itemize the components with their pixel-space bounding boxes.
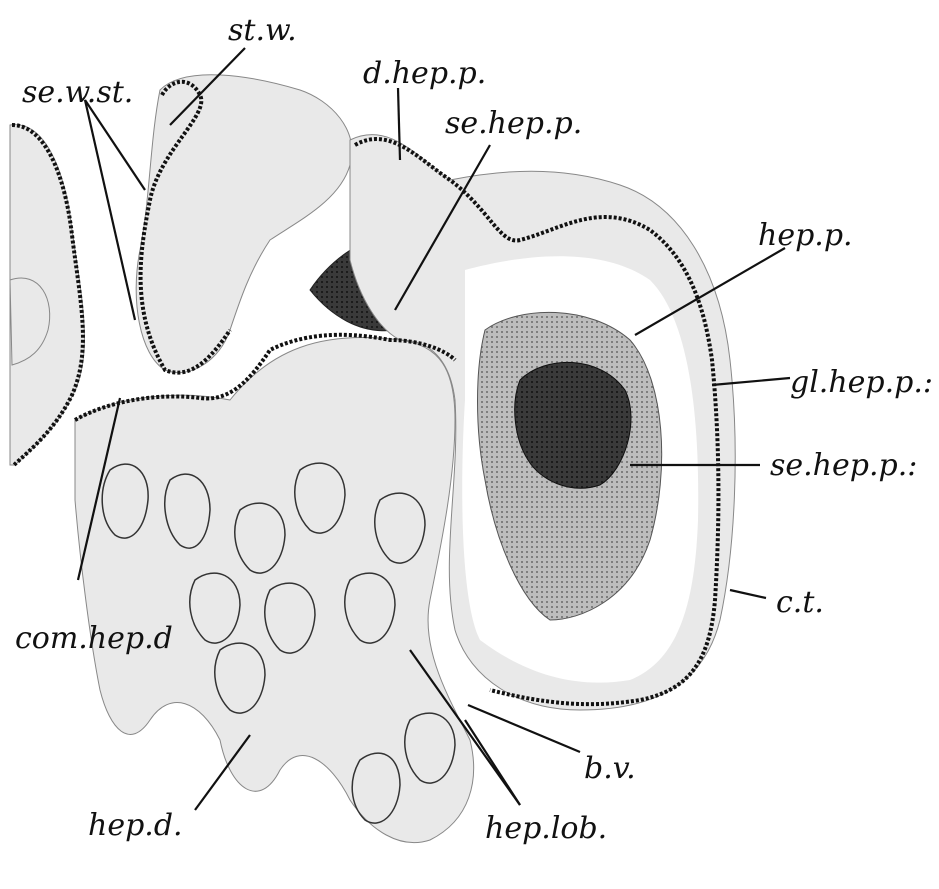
label-com-hep-d: com.hep.d [15, 621, 173, 656]
label-hep-p: hep.p. [758, 218, 853, 253]
label-hep-d: hep.d. [88, 808, 183, 843]
label-gl-hep-p: gl.hep.p.: [790, 365, 933, 400]
stomach-wall [136, 75, 352, 373]
label-b-v: b.v. [584, 751, 636, 786]
label-se-hep-p-top: se.hep.p. [445, 106, 582, 141]
label-c-t: c.t. [776, 585, 824, 620]
hepatic-lobules [75, 335, 474, 843]
label-hep-lob: hep.lob. [485, 811, 607, 846]
label-st-w: st.w. [228, 13, 297, 48]
label-d-hep-p: d.hep.p. [363, 56, 486, 91]
label-se-w-st: se.w.st. [22, 75, 133, 110]
left-tissue-fold [10, 125, 84, 465]
label-se-hep-p-right: se.hep.p.: [770, 448, 917, 483]
